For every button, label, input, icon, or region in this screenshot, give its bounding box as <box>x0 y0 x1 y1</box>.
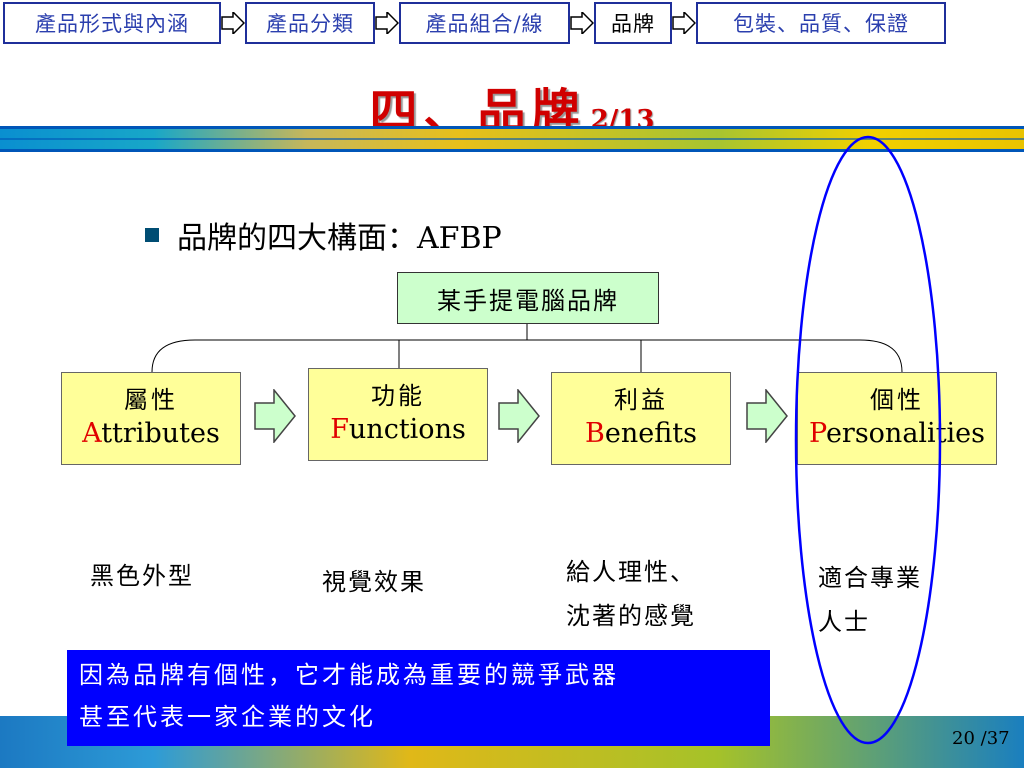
example-attributes: 黑色外型 <box>90 562 194 590</box>
bullet-square-icon <box>145 228 159 242</box>
facet-attributes-cn: 屬性 <box>124 386 178 414</box>
page-number: 20 /37 <box>952 728 1010 749</box>
facet-benefits: 利益 Benefits <box>551 372 731 465</box>
facet-personalities-en: Personalities <box>808 418 986 449</box>
example-personalities: 適合專業 人士 <box>818 564 922 636</box>
facet-attributes: 屬性 Attributes <box>61 372 241 465</box>
arrow-right-icon <box>254 389 296 443</box>
facet-functions-en: Functions <box>330 414 466 445</box>
nav-tab-product-classification[interactable]: 產品分類 <box>245 2 375 44</box>
nav-arrow-icon <box>672 12 696 34</box>
facet-functions-cn: 功能 <box>371 382 425 410</box>
facet-benefits-cn: 利益 <box>614 386 668 414</box>
arrow-right-icon <box>498 389 540 443</box>
nav-tab-product-mix[interactable]: 產品組合/線 <box>399 2 570 44</box>
nav-tab-brand[interactable]: 品牌 <box>594 2 672 44</box>
example-functions: 視覺效果 <box>322 568 426 596</box>
callout-line-1: 因為品牌有個性，它才能成為重要的競爭武器 <box>79 661 619 689</box>
nav-arrow-icon <box>221 12 245 34</box>
facet-personalities: 個性 Personalities <box>797 372 997 465</box>
brand-root-box: 某手提電腦品牌 <box>397 272 659 324</box>
bullet-text: 品牌的四大構面：AFBP <box>177 221 502 256</box>
facet-functions: 功能 Functions <box>308 368 488 461</box>
example-benefits: 給人理性、 沈著的感覺 <box>566 558 696 630</box>
nav-arrow-icon <box>375 12 399 34</box>
nav-arrow-icon <box>570 12 594 34</box>
nav-tab-packaging-quality-warranty[interactable]: 包裝、品質、保證 <box>696 2 946 44</box>
callout-box: 因為品牌有個性，它才能成為重要的競爭武器 甚至代表一家企業的文化 <box>67 650 770 746</box>
facet-attributes-en: Attributes <box>82 418 220 449</box>
facet-personalities-cn: 個性 <box>870 386 924 414</box>
nav-tab-product-form[interactable]: 產品形式與內涵 <box>3 2 221 44</box>
facet-benefits-en: Benefits <box>585 418 697 449</box>
callout-line-2: 甚至代表一家企業的文化 <box>79 703 376 731</box>
arrow-right-icon <box>746 389 788 443</box>
